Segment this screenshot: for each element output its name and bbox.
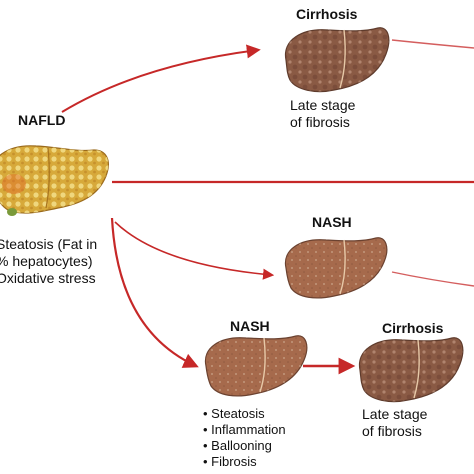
nafld-feature-hepatocytes: % hepatocytes)	[0, 253, 93, 269]
arrow-nafld-to-nash-bottom	[110, 217, 199, 368]
cirrhosis-bottom-title: Cirrhosis	[382, 320, 444, 336]
nash-feature-fibrosis: • Fibrosis	[203, 454, 257, 469]
nafld-feature-steatosis: Steatosis (Fat in	[0, 236, 98, 252]
nash-bottom-title: NASH	[230, 318, 270, 334]
nash-feature-ballooning: • Ballooning	[203, 438, 272, 453]
cirrhosis-top-caption: Late stage of fibrosis	[290, 97, 355, 131]
cirrhosis-top-title: Cirrhosis	[296, 6, 358, 22]
fatty-liver-icon	[0, 145, 109, 216]
nash-feature-inflammation: • Inflammation	[203, 422, 286, 437]
cirrhosis-bottom-caption-line-2: of fibrosis	[362, 423, 422, 439]
cirrhotic-liver-icon-bottom	[358, 337, 464, 403]
nafld-title: NAFLD	[18, 112, 66, 128]
nash-feature-steatosis: • Steatosis	[203, 406, 265, 421]
nash-middle-title: NASH	[312, 214, 352, 230]
nash-liver-icon-bottom	[204, 335, 308, 397]
cirrhosis-top-caption-line-1: Late stage	[290, 97, 356, 113]
line-cirrhosis-continues	[391, 39, 474, 49]
line-nash-continues	[391, 271, 474, 287]
nafld-feature-oxidative-stress: Oxidative stress	[0, 270, 96, 286]
arrow-nafld-to-nash-middle	[114, 221, 275, 280]
nash-liver-icon-middle	[284, 237, 388, 299]
nash-bottom-features: • Steatosis • Inflammation • Ballooning …	[203, 406, 286, 470]
cirrhosis-bottom-caption: Late stage of fibrosis	[362, 406, 427, 440]
arrow-nafld-to-cirrhosis	[61, 44, 261, 113]
nafld-features: Steatosis (Fat in % hepatocytes) Oxidati…	[0, 236, 97, 287]
cirrhotic-liver-icon-top	[284, 27, 390, 93]
cirrhosis-top-caption-line-2: of fibrosis	[290, 114, 350, 130]
cirrhosis-bottom-caption-line-1: Late stage	[362, 406, 428, 422]
